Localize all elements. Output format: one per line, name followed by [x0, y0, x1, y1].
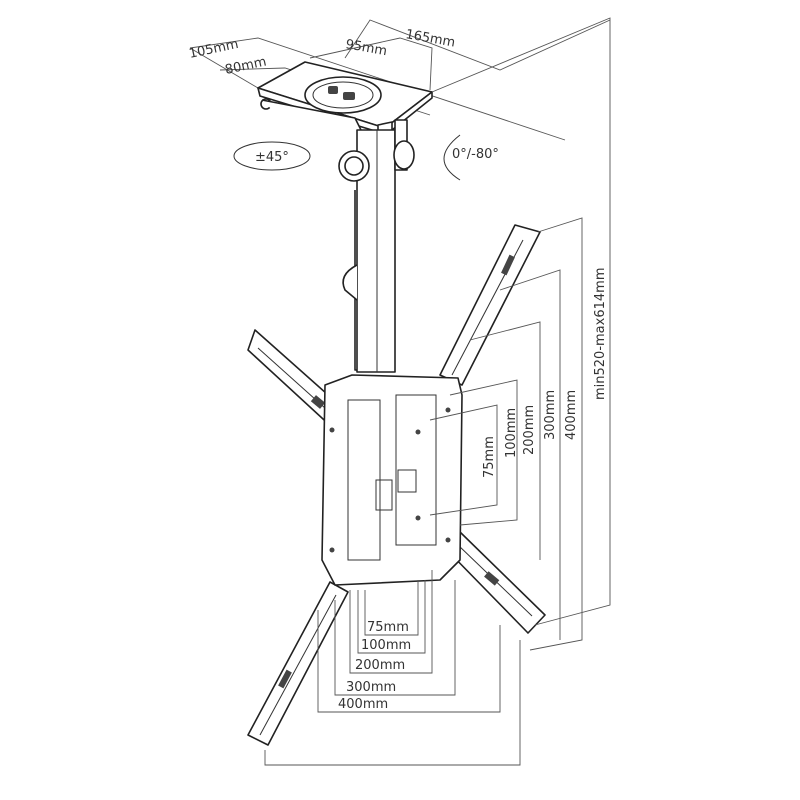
- rotation-indicators: [233, 134, 461, 181]
- label-v-400mm: 400mm: [564, 390, 579, 440]
- label-swivel: ±45°: [255, 150, 289, 165]
- label-v-200mm: 200mm: [522, 405, 537, 455]
- label-h-75mm: 75mm: [367, 620, 409, 635]
- label-v-75mm: 75mm: [482, 436, 497, 478]
- plate-dimension-lines: [189, 19, 611, 141]
- tv-plate: [321, 374, 463, 586]
- label-h-100mm: 100mm: [361, 638, 411, 653]
- arm-upper-right: [439, 224, 541, 386]
- label-h-300mm: 300mm: [346, 680, 396, 695]
- label-80mm: 80mm: [224, 55, 268, 78]
- arm-lower-left: [247, 581, 349, 746]
- pole-assembly: [261, 99, 415, 373]
- label-tilt: 0°/-80°: [452, 147, 499, 162]
- label-h-200mm: 200mm: [355, 658, 405, 673]
- horizontal-dimension-lines: [264, 570, 521, 766]
- label-105mm: 105mm: [188, 37, 240, 62]
- label-v-100mm: 100mm: [504, 408, 519, 458]
- label-v-300mm: 300mm: [543, 390, 558, 440]
- label-h-400mm: 400mm: [338, 697, 388, 712]
- vertical-dimension-lines: [429, 17, 611, 651]
- label-95mm: 95mm: [344, 37, 388, 59]
- label-height-range: min520-max614mm: [593, 268, 608, 400]
- mounting-arms: [247, 224, 546, 746]
